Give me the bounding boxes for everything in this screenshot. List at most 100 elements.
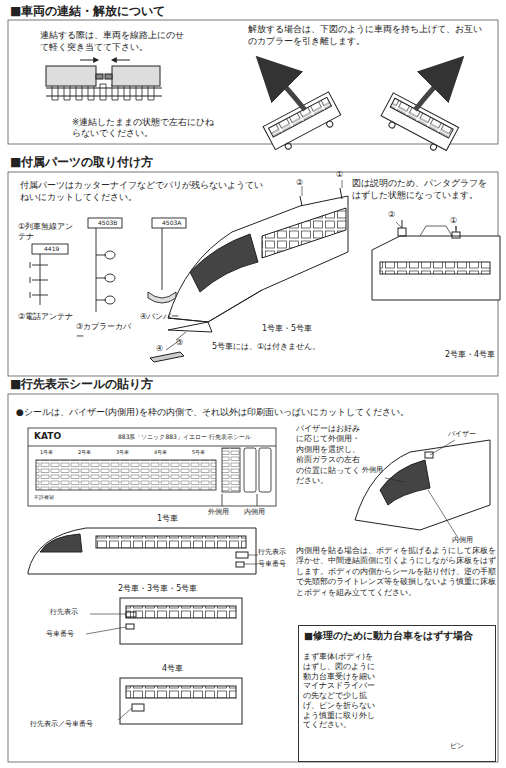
car-side-illustration bbox=[126, 612, 136, 617]
label-text: 行先表示 bbox=[50, 608, 94, 617]
uncoupling-illustration bbox=[388, 121, 396, 129]
pantograph-car-illustration bbox=[456, 226, 457, 230]
box-heading: ■修理のために動力台車をはずす場合 bbox=[304, 630, 492, 642]
label-text: 2号車・4号車 bbox=[445, 350, 505, 360]
visor-illustration bbox=[428, 490, 458, 538]
label-text: ④バンパー bbox=[140, 312, 195, 322]
coupling-illustration bbox=[112, 60, 130, 61]
note-box: ■修理のために動力台車をはずす場合まず車体(ボディ)をはずし、図のように動力台車… bbox=[298, 625, 496, 762]
label-text: ④ bbox=[156, 344, 170, 354]
label-text: 4503B bbox=[98, 219, 122, 227]
section-frame bbox=[8, 20, 498, 762]
label-text: ②電話アンテナ bbox=[18, 312, 80, 322]
label-text: 号車番号 bbox=[258, 560, 302, 569]
car-side-illustration bbox=[28, 528, 258, 724]
label-text: 4号車 bbox=[154, 449, 184, 456]
car-side-illustration bbox=[28, 528, 256, 574]
label-text: 1号車・5号車 bbox=[262, 324, 342, 334]
visor-illustration bbox=[355, 440, 490, 530]
label-text: 5号車には、①は付きません。 bbox=[212, 342, 352, 352]
label-text: 連結する際は、車両を線路上にのせて軽く突き当てて下さい。 bbox=[40, 30, 190, 53]
label-text: 内側用 bbox=[244, 508, 274, 517]
parts-sprues bbox=[96, 255, 106, 300]
label-text: 外側用 bbox=[208, 508, 238, 517]
uncoupling-illustration bbox=[262, 62, 305, 110]
uncoupling-illustration bbox=[262, 62, 459, 156]
label-text: 5号車 bbox=[192, 449, 222, 456]
label-text: ③ bbox=[176, 338, 190, 348]
label-text: 1号車 bbox=[157, 514, 193, 524]
label-text: バイザー bbox=[448, 430, 488, 439]
label-text: 4503A bbox=[162, 219, 186, 227]
box-body: まず車体(ボディ)をはずし、図のように動力台車受けを細いマイナスドライバーの先な… bbox=[303, 652, 377, 730]
pantograph-car-illustration bbox=[396, 222, 402, 228]
sticker-sheet bbox=[28, 428, 276, 506]
label-text: 2号車・3号車・5号車 bbox=[118, 584, 228, 594]
car-front-illustration bbox=[168, 290, 262, 332]
car-side-illustration bbox=[96, 536, 246, 548]
label-text: 2号車 bbox=[78, 449, 108, 456]
parts-sprues bbox=[105, 274, 115, 282]
section-heading: ■付属パーツの取り付け方 bbox=[10, 155, 240, 171]
uncoupling-illustration bbox=[429, 143, 437, 151]
car-front-illustration bbox=[150, 180, 348, 362]
parts-sprues bbox=[30, 218, 186, 312]
visor-illustration bbox=[380, 460, 430, 505]
sticker-sheet bbox=[222, 448, 240, 492]
label-text: 図は説明のため、パンタグラフをはずした状態になっています。 bbox=[352, 178, 492, 201]
car-side-illustration bbox=[126, 624, 134, 629]
label-text: ① bbox=[450, 216, 464, 226]
coupling-illustration bbox=[46, 96, 162, 97]
car-side-illustration bbox=[244, 555, 258, 564]
car-front-illustration bbox=[190, 234, 258, 292]
label-text: 不許複製 bbox=[34, 494, 74, 501]
coupling-illustration bbox=[105, 74, 112, 79]
label-text: 外側用 bbox=[362, 466, 394, 475]
parts-sprues bbox=[105, 296, 115, 304]
car-side-illustration bbox=[120, 678, 242, 724]
coupling-illustration bbox=[96, 74, 103, 79]
uncoupling-illustration bbox=[263, 92, 341, 150]
parts-sprues bbox=[40, 254, 41, 305]
sticker-sheet bbox=[28, 446, 276, 447]
parts-sprues bbox=[30, 262, 48, 298]
section-heading: ■車両の連結・解放について bbox=[10, 4, 240, 20]
label-text: ピン bbox=[450, 742, 474, 751]
pantograph-car-illustration bbox=[380, 262, 490, 274]
car-side-illustration bbox=[126, 606, 236, 618]
parts-sprues bbox=[32, 244, 68, 254]
car-side-illustration bbox=[236, 552, 248, 558]
car-side-illustration bbox=[118, 708, 132, 720]
section-frame bbox=[8, 20, 498, 144]
car-front-illustration bbox=[302, 186, 303, 196]
car-front-illustration bbox=[150, 352, 184, 362]
car-side-illustration bbox=[40, 534, 82, 552]
label-text: ② bbox=[388, 210, 402, 220]
visor-illustration bbox=[385, 478, 404, 482]
sticker-sheet bbox=[257, 494, 258, 506]
label-text: ●シールは、バイザー(内側用)を枠の内側で、それ以外は印刷面いっぱいにカットして… bbox=[16, 407, 501, 419]
uncoupling-illustration bbox=[284, 142, 292, 150]
label-text: KATO bbox=[34, 431, 74, 443]
section-heading: ■行先表示シールの貼り方 bbox=[10, 377, 240, 393]
sticker-sheet bbox=[222, 494, 223, 506]
pantograph-car-illustration bbox=[372, 220, 500, 300]
car-side-illustration bbox=[86, 614, 126, 634]
coupling-illustration bbox=[46, 66, 96, 86]
parts-sprues bbox=[105, 251, 115, 259]
uncoupling-illustration bbox=[326, 120, 334, 128]
section-frame bbox=[8, 172, 498, 376]
car-front-illustration bbox=[168, 196, 348, 322]
pantograph-car-illustration bbox=[398, 228, 406, 236]
parts-sprues bbox=[88, 218, 122, 228]
label-text: 内側用 bbox=[452, 536, 488, 545]
visor-illustration bbox=[430, 440, 455, 455]
label-text: ② bbox=[296, 178, 310, 188]
coupling-illustration bbox=[46, 88, 162, 89]
label-text: 号車番号 bbox=[46, 630, 90, 639]
coupling-illustration bbox=[112, 66, 160, 86]
parts-sprues bbox=[148, 292, 176, 303]
label-text: 行先表示／号車番号 bbox=[30, 720, 120, 729]
coupling-illustration bbox=[80, 60, 98, 61]
